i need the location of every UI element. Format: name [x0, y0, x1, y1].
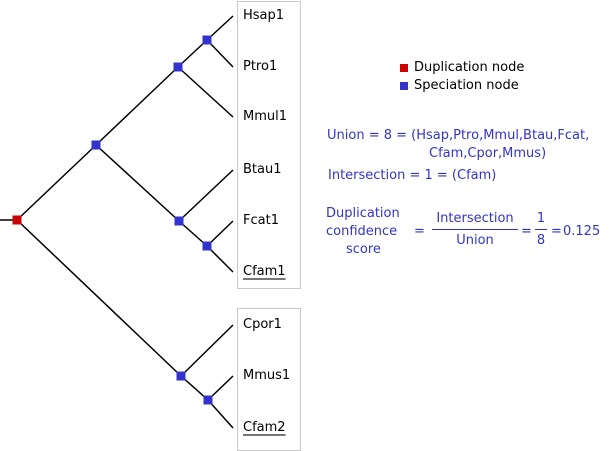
speciation-node-icon — [202, 241, 212, 251]
legend-speciation: Speciation node — [400, 78, 519, 94]
speciation-swatch-icon — [400, 82, 408, 90]
leaf-label: Mmul1 — [243, 109, 288, 124]
leaf-label: Fcat1 — [243, 213, 279, 228]
legend-duplication: Duplication node — [400, 60, 524, 76]
speciation-node-icon — [174, 216, 184, 226]
leaf-label: Cfam2 — [243, 420, 286, 435]
intersection-line: Intersection = 1 = (Cfam) — [328, 168, 497, 183]
fraction-one-over-eight: 1 8 — [535, 211, 547, 249]
score-label-2: confidence — [326, 224, 398, 239]
speciation-node-icon — [202, 35, 212, 45]
equals-sign: = — [414, 224, 425, 239]
leaf-label: Hsap1 — [243, 8, 285, 23]
fraction-numerator: 1 — [536, 211, 546, 226]
score-label-1: Duplication — [326, 206, 400, 221]
legend-speciation-label: Speciation node — [414, 78, 519, 93]
tree-branch — [16, 219, 182, 377]
tree-branch — [95, 66, 179, 146]
leaf-label: Cpor1 — [243, 317, 282, 332]
union-line-2: Cfam,Cpor,Mmus) — [429, 146, 547, 161]
equals-sign: = — [521, 224, 532, 239]
tree-branch — [177, 39, 208, 68]
tree-branch — [178, 169, 234, 222]
tree-branch — [178, 220, 208, 247]
fraction-bar — [432, 229, 518, 230]
fraction-denominator: Union — [456, 233, 494, 248]
tree-branch — [95, 144, 180, 222]
legend-duplication-label: Duplication node — [414, 60, 525, 75]
equals-sign: = — [551, 224, 562, 239]
speciation-node-icon — [173, 62, 183, 72]
duplication-node-icon — [12, 215, 22, 225]
tree-branch — [177, 66, 234, 118]
leaf-label: Mmus1 — [243, 368, 291, 383]
leaf-label: Cfam1 — [243, 264, 286, 279]
score-result: 0.125 — [563, 224, 601, 239]
fraction-denominator: 8 — [536, 233, 546, 248]
fraction-intersection-over-union: Intersection Union — [432, 211, 518, 249]
leaf-box-group-1 — [237, 1, 301, 289]
tree-branch — [207, 399, 234, 429]
speciation-node-icon — [91, 140, 101, 150]
leaf-label: Btau1 — [243, 162, 282, 177]
union-line-1: Union = 8 = (Hsap,Ptro,Mmul,Btau,Fcat, — [327, 128, 590, 143]
tree-branch — [180, 324, 234, 377]
speciation-node-icon — [176, 371, 186, 381]
fraction-numerator: Intersection — [436, 211, 514, 226]
tree-branch — [16, 144, 97, 221]
leaf-label: Ptro1 — [243, 59, 278, 74]
duplication-swatch-icon — [400, 64, 408, 72]
speciation-node-icon — [203, 395, 213, 405]
fraction-bar — [535, 229, 547, 230]
score-label-3: score — [346, 242, 381, 257]
